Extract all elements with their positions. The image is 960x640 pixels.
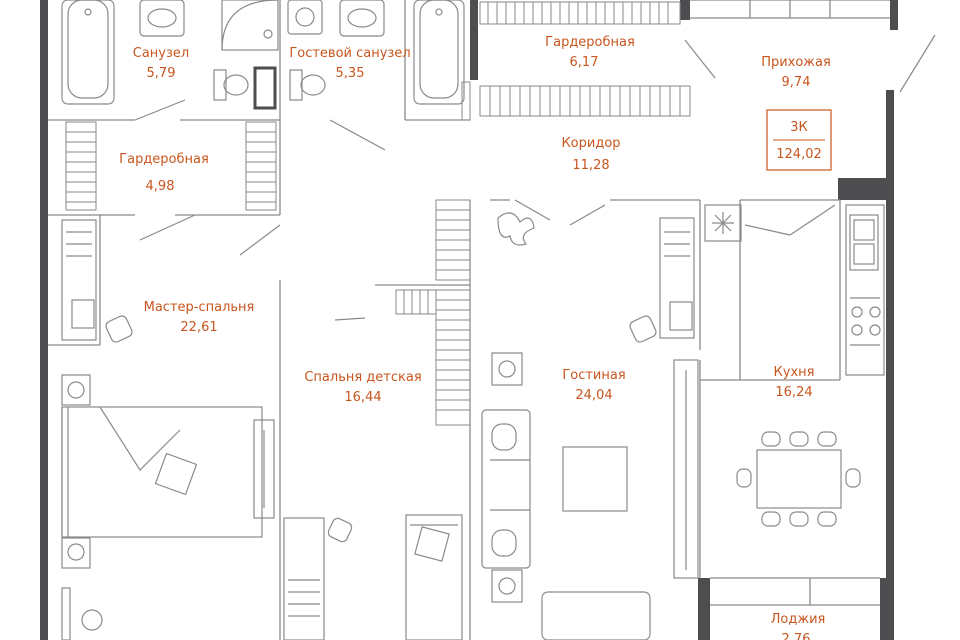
room-label-wardrobe-left: Гардеробная 4,98: [119, 152, 209, 194]
room-name: Мастер-спальня: [144, 300, 255, 315]
room-area: 4,98: [146, 179, 175, 194]
room-label-master-bedroom: Мастер-спальня 22,61: [144, 300, 255, 335]
apartment-type: 3К: [790, 120, 808, 135]
room-name: Гардеробная: [119, 152, 209, 167]
kids-bedroom-furniture: [253, 419, 463, 640]
room-area: 22,61: [180, 320, 217, 335]
badge-frame: [766, 109, 832, 171]
wall-hall-top: [680, 0, 690, 20]
room-name: Гостевой санузел: [289, 46, 410, 61]
room-area: 11,28: [572, 158, 609, 173]
room-label-kids-bedroom: Спальня детская 16,44: [304, 370, 421, 405]
room-area: 6,17: [570, 55, 599, 70]
apartment-badge: 3К 124,02: [766, 109, 832, 171]
room-area: 9,74: [782, 75, 811, 90]
wall-kitchen-vent: [838, 178, 888, 200]
shaft-block: [253, 66, 277, 110]
dining-table: [756, 449, 842, 509]
living-room-furniture: [481, 212, 699, 640]
room-label-hallway: Прихожая 9,74: [761, 55, 831, 90]
room-area: 5,79: [147, 66, 176, 81]
room-labels: Санузел 5,79 Гостевой санузел 5,35 Гарде…: [119, 35, 831, 640]
kitchen-furniture: [704, 204, 885, 527]
room-name: Прихожая: [761, 55, 831, 70]
wall-right-outer: [886, 90, 894, 640]
apartment-total-area: 124,02: [776, 147, 822, 162]
master-bedroom-furniture: [61, 219, 263, 640]
room-name: Спальня детская: [304, 370, 421, 385]
room-area: 16,24: [775, 385, 812, 400]
room-area: 24,04: [575, 388, 612, 403]
room-label-loggia: Лоджия 2,76: [771, 612, 826, 640]
wall-left-outer: [40, 0, 48, 640]
wardrobe-rails: [65, 1, 691, 426]
room-name: Гостиная: [562, 368, 625, 383]
room-label-corridor: Коридор 11,28: [561, 136, 620, 173]
wall-loggia-right: [880, 578, 892, 640]
room-area: 5,35: [336, 66, 365, 81]
room-area: 16,44: [344, 390, 381, 405]
room-name: Кухня: [774, 365, 815, 380]
doors: [134, 34, 936, 321]
room-label-kitchen: Кухня 16,24: [774, 365, 815, 400]
room-name: Лоджия: [771, 612, 826, 627]
room-label-wardrobe-top: Гардеробная 6,17: [545, 35, 635, 70]
wall-right-top: [890, 0, 898, 30]
room-area: 2,76: [782, 632, 811, 640]
room-label-sanuzel: Санузел 5,79: [133, 46, 189, 81]
wall-loggia-left: [698, 578, 710, 640]
room-name: Гардеробная: [545, 35, 635, 50]
wall-wardrobe-left: [470, 0, 478, 80]
room-name: Коридор: [561, 136, 620, 151]
room-label-guest-sanuzel: Гостевой санузел 5,35: [289, 46, 410, 81]
room-name: Санузел: [133, 46, 189, 61]
room-label-living-room: Гостиная 24,04: [562, 368, 625, 403]
bathroom-fixtures: [61, 0, 465, 105]
walls: [40, 0, 898, 640]
